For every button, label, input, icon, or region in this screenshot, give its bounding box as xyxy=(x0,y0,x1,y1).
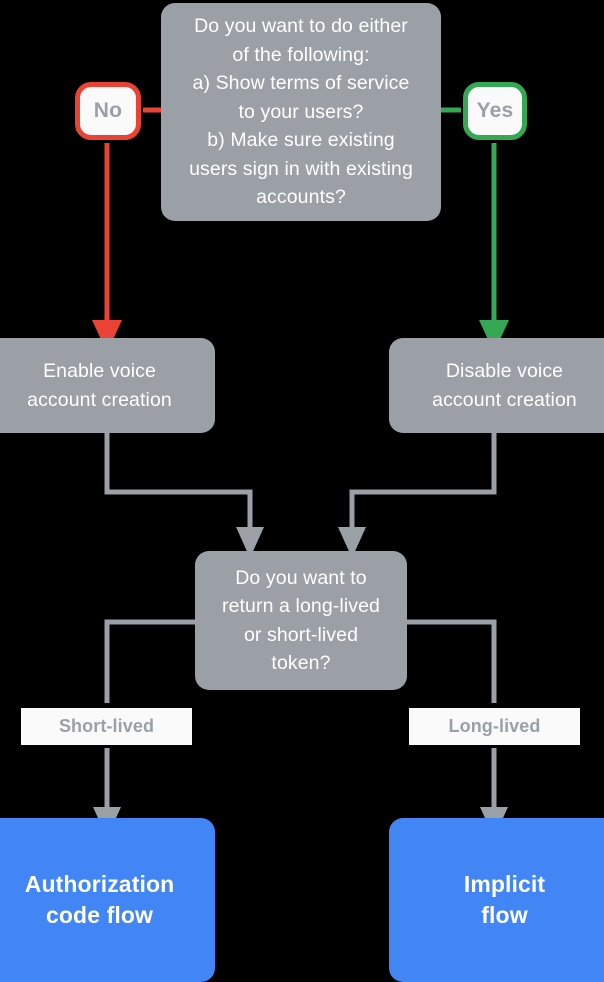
edge-label-long-lived-text: Long-lived xyxy=(448,716,541,736)
answer-pill-yes[interactable]: Yes xyxy=(463,82,527,140)
question-line: to your users? xyxy=(238,100,364,123)
edge-label-short-lived: Short-lived xyxy=(21,708,192,745)
question-line: a) Show terms of service xyxy=(192,72,410,95)
result-node-implicit-flow: Implicit flow xyxy=(389,818,604,982)
result-node-authorization-code-flow: Authorization code flow xyxy=(0,818,215,982)
question-line: of the following: xyxy=(232,43,370,66)
question-node-account-linking: Do you want to do either of the followin… xyxy=(161,3,441,221)
action-node-line: account creation xyxy=(432,388,577,411)
answer-pill-no[interactable]: No xyxy=(75,82,141,140)
question-line: users sign in with existing xyxy=(189,157,413,180)
answer-pill-no-label: No xyxy=(93,99,123,122)
result-node-line: code flow xyxy=(46,902,153,928)
answer-pill-yes-label: Yes xyxy=(476,99,514,122)
question-line: Do you want to xyxy=(235,566,367,589)
action-node-line: account creation xyxy=(27,388,172,411)
question-line: or short-lived xyxy=(243,623,359,646)
action-node-enable-voice-account-creation: Enable voice account creation xyxy=(0,338,215,433)
connector-token-question-to-implicit-flow xyxy=(407,619,497,703)
result-node-line: Authorization xyxy=(24,871,175,897)
connector-token-question-to-auth-code-flow xyxy=(104,619,195,703)
action-node-disable-voice-account-creation: Disable voice account creation xyxy=(389,338,604,433)
connector-enable-voice-to-token-question xyxy=(104,433,264,558)
action-node-line: Disable voice xyxy=(445,360,564,382)
question-line: accounts? xyxy=(256,186,346,209)
edge-label-long-lived: Long-lived xyxy=(409,708,580,745)
connector-disable-voice-to-token-question xyxy=(337,433,497,558)
question-line: token? xyxy=(271,652,331,674)
question-line: return a long-lived xyxy=(222,595,380,617)
question-node-token-lifetime: Do you want to return a long-lived or sh… xyxy=(195,551,407,690)
action-node-line: Enable voice xyxy=(43,360,156,382)
question-line: Do you want to do either xyxy=(194,15,408,38)
result-node-line: Implicit xyxy=(463,871,546,897)
edge-label-short-lived-text: Short-lived xyxy=(58,716,155,736)
question-line: b) Make sure existing xyxy=(207,129,395,152)
result-node-line: flow xyxy=(481,902,528,928)
